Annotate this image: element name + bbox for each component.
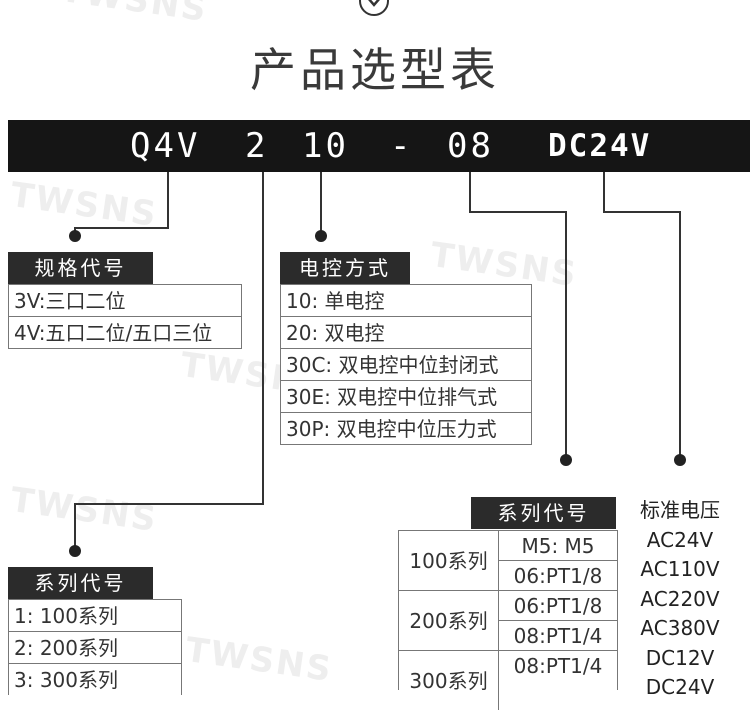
control-table: 10: 单电控 20: 双电控 30C: 双电控中位封闭式 30E: 双电控中位…	[280, 284, 532, 445]
connector-line	[74, 227, 169, 229]
voltage-item: DC12V	[645, 645, 715, 670]
port-cell: 06:PT1/8	[499, 590, 617, 620]
watermark: TWSNS	[57, 0, 211, 31]
table-row: 3V:三口二位	[9, 284, 241, 316]
table-row: 1: 100系列	[9, 599, 181, 631]
table-row: 3: 300系列	[9, 663, 181, 695]
watermark: TWSNS	[182, 629, 336, 691]
connector-line	[320, 172, 322, 232]
connector-dot	[560, 454, 572, 466]
port-table-header: 系列代号	[471, 497, 616, 529]
port-cell: 08:PT1/4	[499, 650, 617, 680]
connector-dot	[315, 230, 327, 242]
watermark: TWSNS	[7, 479, 161, 541]
control-table-header: 电控方式	[280, 252, 410, 284]
port-cell: 08:PT1/4	[499, 620, 617, 650]
spec-table-header: 规格代号	[8, 252, 153, 284]
page-title: 产品选型表	[250, 43, 500, 97]
connector-dot	[69, 545, 81, 557]
table-row: 10: 单电控	[281, 284, 531, 316]
connector-line	[565, 211, 567, 456]
port-group-label: 200系列	[399, 590, 499, 650]
voltage-item: AC220V	[640, 586, 720, 611]
table-row: 30C: 双电控中位封闭式	[281, 348, 531, 380]
connector-line	[167, 172, 169, 228]
model-code-bar	[8, 120, 750, 172]
voltage-item: AC24V	[646, 527, 714, 552]
table-row: 4V:五口二位/五口三位	[9, 316, 241, 348]
code-port: 08	[447, 126, 494, 166]
connector-line	[469, 172, 471, 212]
port-cell: 06:PT1/8	[499, 560, 617, 590]
connector-line	[262, 172, 264, 504]
connector-line	[469, 211, 567, 213]
code-separator: -	[390, 126, 414, 166]
voltage-item: AC110V	[640, 557, 720, 581]
connector-line	[74, 503, 264, 505]
port-group-label: 100系列	[399, 530, 499, 590]
code-series: Q4V	[130, 126, 201, 166]
table-row: 30P: 双电控中位压力式	[281, 412, 531, 444]
table-row: 20: 双电控	[281, 316, 531, 348]
port-table: 100系列 M5: M5 06:PT1/8 200系列 06:PT1/8 08:…	[398, 530, 618, 710]
code-voltage: DC24V	[548, 128, 652, 164]
voltage-item: AC380V	[640, 616, 720, 640]
voltage-list-title: 标准电压	[640, 498, 720, 522]
spec-table: 3V:三口二位 4V:五口二位/五口三位	[8, 284, 242, 349]
table-row: 2: 200系列	[9, 631, 181, 663]
code-size: 2	[245, 126, 269, 166]
chevron-down-icon	[359, 0, 389, 16]
series-table-header: 系列代号	[8, 567, 153, 599]
port-cell: M5: M5	[499, 530, 617, 560]
voltage-item: DC24V	[645, 675, 715, 699]
table-row: 30E: 双电控中位排气式	[281, 380, 531, 412]
connector-line	[74, 503, 76, 548]
series-table: 1: 100系列 2: 200系列 3: 300系列	[8, 599, 182, 695]
connector-line	[603, 172, 605, 212]
connector-dot	[674, 454, 686, 466]
code-control: 10	[302, 126, 349, 166]
connector-line	[603, 211, 681, 213]
connector-dot	[69, 230, 81, 242]
connector-line	[679, 211, 681, 456]
voltage-list: 标准电压 AC24V AC110V AC220V AC380V DC12V DC…	[630, 496, 730, 703]
port-group-label: 300系列	[399, 650, 499, 710]
